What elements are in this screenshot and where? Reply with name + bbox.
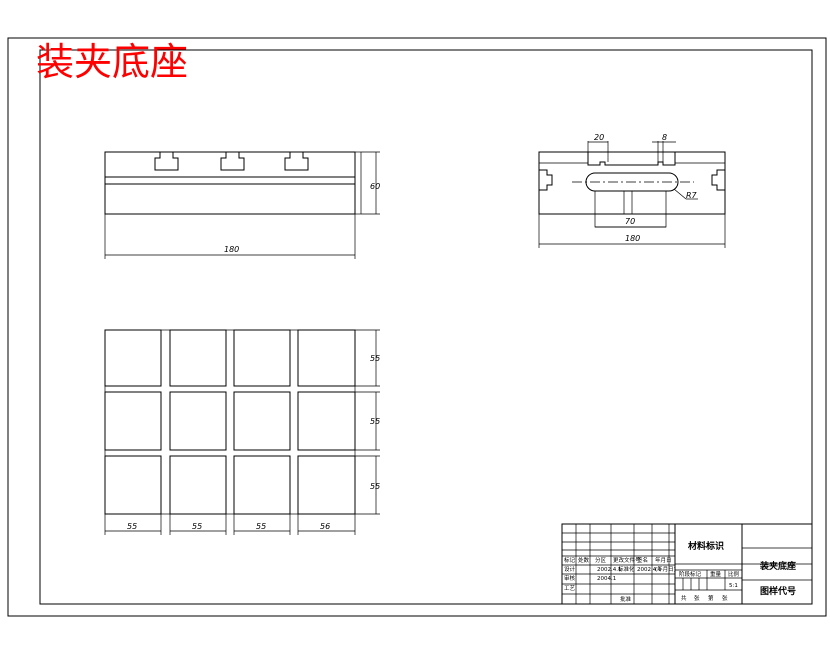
tb-weight-label: 重量 [710,570,722,578]
grid-cell [233,455,291,515]
tb-scale-label: 比例 [728,570,740,578]
front-view: 60 180 [104,151,380,259]
tb-part-name: 装夹底座 [759,560,796,572]
grid-cell [297,455,356,515]
grid-cell [297,329,356,387]
tb-date: (年月日) [655,565,676,573]
drawing-heading: 装夹底座 [36,40,188,84]
dim-front-height: 60 [370,182,380,191]
dim-front-width: 180 [224,245,239,254]
tb-row-label-0: 标记 [564,556,576,564]
tb-row-label-8: 年月日 [655,556,672,564]
top-view-frame [104,329,356,515]
tb-drawing-code: 图样代号 [760,585,796,597]
tb-sheet-4: 张 [722,594,728,602]
grid-cell [104,329,162,387]
tb-row-label-1: 设计 [564,565,576,573]
tb-material-label: 材料标识 [687,540,724,552]
dim-row-2: 55 [370,417,380,426]
side-t-slot-right [711,169,725,191]
grid-cell [104,455,162,515]
side-top-slots [587,152,676,166]
grid-cell [104,391,162,451]
tb-stage-text: 标准化 [618,565,635,573]
tb-std1: 2002.4.1 [597,567,622,573]
tb-row-label-2: 审核 [564,574,576,582]
tb-std2: 2002.4.1 [637,567,662,573]
dim-col-2: 55 [192,522,202,531]
t-slot-1 [154,152,179,171]
tb-stage-label: 阶段标记 [679,570,702,578]
title-block-grid [562,524,675,604]
leader-line [673,188,687,200]
grid-cell [297,391,356,451]
inner-border [39,49,813,605]
dim-row-1: 55 [370,354,380,363]
dim-row-3: 55 [370,482,380,491]
dim-slot: 20 [594,133,604,142]
grid-cell [169,391,227,451]
dim-key: 8 [662,133,667,142]
dim-col-3: 55 [256,522,266,531]
side-view: 20 8 R7 70 180 [538,133,726,248]
t-slot-3 [284,152,309,171]
front-view-outline [104,151,356,215]
dim-radius: R7 [686,191,698,200]
grid-cells [104,329,356,515]
tb-row-label-6: 更改文件号 [613,556,641,564]
dim-slot-length: 70 [625,217,635,226]
tb-sheet-1: 共 [681,594,687,602]
tb-row-label-3: 工艺 [564,585,576,592]
tb-row-label-7: 签名 [637,556,648,564]
top-view: 55 55 55 55 55 55 56 [104,329,380,535]
title-block: 材料标识 装夹底座 图样代号 阶段标记 重量 比例 5:1 共 张 第 张 标记… [561,523,813,605]
tb-approve: 批准 [620,595,632,603]
grid-cell [233,329,291,387]
side-t-slot-left [539,169,553,191]
tb-sheet-3: 第 [708,594,714,602]
dim-col-1: 55 [127,522,137,531]
tb-scale: 5:1 [729,583,738,589]
grid-cell [169,455,227,515]
grid-cell [233,391,291,451]
tb-sheet-2: 张 [694,594,700,602]
outer-border [7,37,827,617]
grid-cell [169,329,227,387]
tb-std3: 2004.1 [597,576,616,582]
t-slot-2 [220,152,245,171]
tb-row-label-5: 分区 [595,556,607,564]
dim-col-4: 56 [320,522,330,531]
tb-row-label-4: 处数 [578,556,590,564]
dim-side-width: 180 [625,234,640,243]
